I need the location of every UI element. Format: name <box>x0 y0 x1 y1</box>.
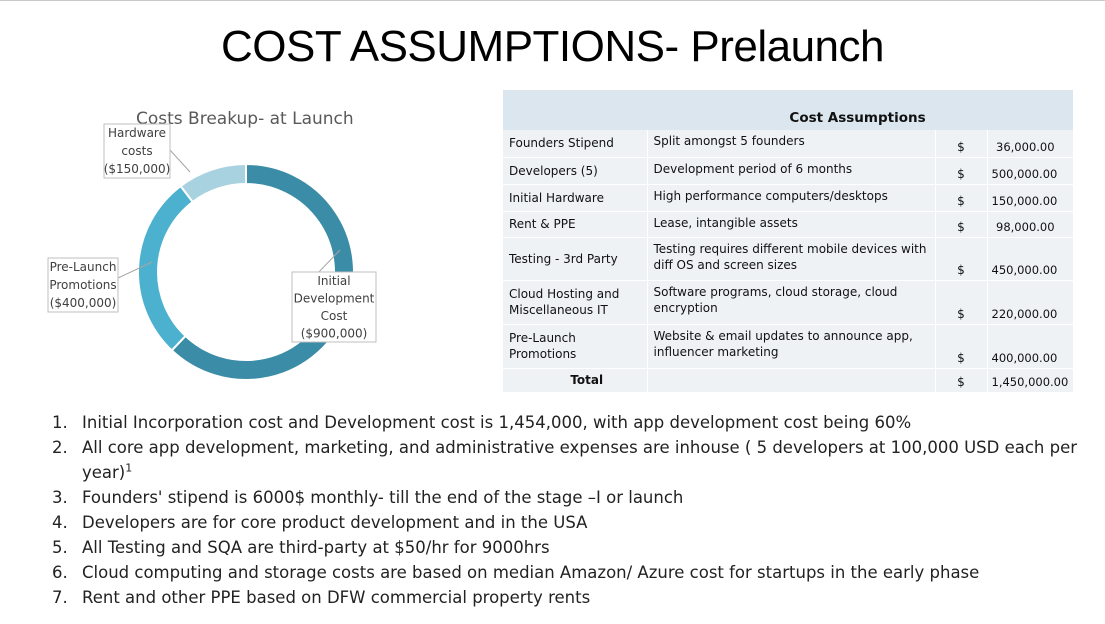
data-label-category: costs <box>121 144 152 158</box>
cost-amount: 500,000.00 <box>987 157 1074 185</box>
note-number: 7. <box>52 588 68 607</box>
currency-symbol: $ <box>935 157 988 185</box>
data-label-category: Promotions <box>49 278 116 292</box>
currency-symbol: $ <box>935 280 988 325</box>
data-label-value: ($400,000) <box>50 296 117 310</box>
currency-symbol: $ <box>935 368 988 393</box>
data-label-value: ($150,000) <box>104 162 171 176</box>
slice-pre-launch-promotions <box>137 184 195 352</box>
cost-description: Testing requires different mobile device… <box>647 237 936 281</box>
note-item: 7. Rent and other PPE based on DFW commer… <box>40 585 1090 610</box>
note-item: 2. All core app development, marketing, a… <box>40 435 1090 485</box>
data-label-category: Development <box>294 291 375 305</box>
cost-description: Website & email updates to announce app,… <box>647 324 936 369</box>
slice-initial-development-cost <box>170 162 355 381</box>
currency-symbol: $ <box>935 211 988 238</box>
note-number: 2. <box>52 438 68 457</box>
data-label-box <box>47 257 119 313</box>
cost-description: High performance computers/desktops <box>647 184 936 212</box>
note-text: All core app development, marketing, and… <box>82 438 1078 482</box>
slice-hardware-costs <box>179 162 247 204</box>
note-number: 1. <box>52 413 68 432</box>
data-label-category: Initial <box>317 274 350 288</box>
currency-symbol: $ <box>935 237 988 281</box>
data-label-category: Pre-Launch <box>50 260 117 274</box>
note-text: Rent and other PPE based on DFW commerci… <box>82 588 591 607</box>
currency-symbol: $ <box>935 130 988 158</box>
chart-title: Costs Breakup- at Launch <box>136 109 354 129</box>
note-item: 6. Cloud computing and storage costs are … <box>40 560 1090 585</box>
data-label-box <box>103 123 171 179</box>
cost-item: Cloud Hosting and Miscellaneous IT <box>503 280 648 325</box>
leader-line <box>117 261 153 279</box>
cost-description: Development period of 6 months <box>647 157 936 185</box>
donut-chart: Costs Breakup- at Launch InitialDevelopm… <box>47 109 377 381</box>
note-text: Cloud computing and storage costs are ba… <box>82 563 980 582</box>
top-border <box>0 0 1105 1</box>
cost-item: Developers (5) <box>503 157 648 185</box>
footnote-marker: 1 <box>125 461 133 475</box>
note-item: 5. All Testing and SQA are third-party at… <box>40 535 1090 560</box>
page-title: COST ASSUMPTIONS- Prelaunch <box>221 22 885 71</box>
note-number: 5. <box>52 538 68 557</box>
cost-amount: 98,000.00 <box>987 211 1074 238</box>
cost-item: Initial Hardware <box>503 184 648 212</box>
currency-symbol: $ <box>935 324 988 369</box>
data-label-value: ($900,000) <box>301 326 368 340</box>
note-text: Developers are for core product developm… <box>82 513 588 532</box>
total-label: Total <box>503 368 648 393</box>
table-caption: Cost Assumptions <box>503 90 1074 130</box>
note-text: Founders' stipend is 6000$ monthly- till… <box>82 488 684 507</box>
cost-description: Split amongst 5 founders <box>647 130 936 158</box>
cost-item: Pre-Launch Promotions <box>503 324 648 369</box>
cost-description: Software programs, cloud storage, cloud … <box>647 280 936 325</box>
cost-item: Founders Stipend <box>503 130 648 158</box>
note-number: 6. <box>52 563 68 582</box>
cost-amount: 220,000.00 <box>987 280 1074 325</box>
note-number: 4. <box>52 513 68 532</box>
total-amount: 1,450,000.00 <box>987 368 1074 393</box>
data-label-category: Hardware <box>108 126 166 140</box>
cost-description: Lease, intangible assets <box>647 211 936 238</box>
currency-symbol: $ <box>935 184 988 212</box>
table-row: Developers (5)Development period of 6 mo… <box>503 157 1074 185</box>
cost-amount: 450,000.00 <box>987 237 1074 281</box>
data-label-category: Cost <box>321 309 348 323</box>
note-item: 3. Founders' stipend is 6000$ monthly- ti… <box>40 485 1090 510</box>
note-number: 3. <box>52 488 68 507</box>
total-description <box>647 368 936 393</box>
data-label-box <box>291 271 377 343</box>
cost-amount: 150,000.00 <box>987 184 1074 212</box>
total-row: Total $1,450,000.00 <box>503 368 1074 393</box>
cost-item: Testing - 3rd Party <box>503 237 648 281</box>
leader-line <box>169 149 191 173</box>
cost-amount: 400,000.00 <box>987 324 1074 369</box>
notes-list: 1. Initial Incorporation cost and Develop… <box>40 410 1090 610</box>
note-item: 4. Developers are for core product develo… <box>40 510 1090 535</box>
cost-item: Rent & PPE <box>503 211 648 238</box>
note-text: All Testing and SQA are third-party at $… <box>82 538 550 557</box>
cost-amount: 36,000.00 <box>987 130 1074 158</box>
note-text: Initial Incorporation cost and Developme… <box>82 413 912 432</box>
note-item: 1. Initial Incorporation cost and Develop… <box>40 410 1090 435</box>
